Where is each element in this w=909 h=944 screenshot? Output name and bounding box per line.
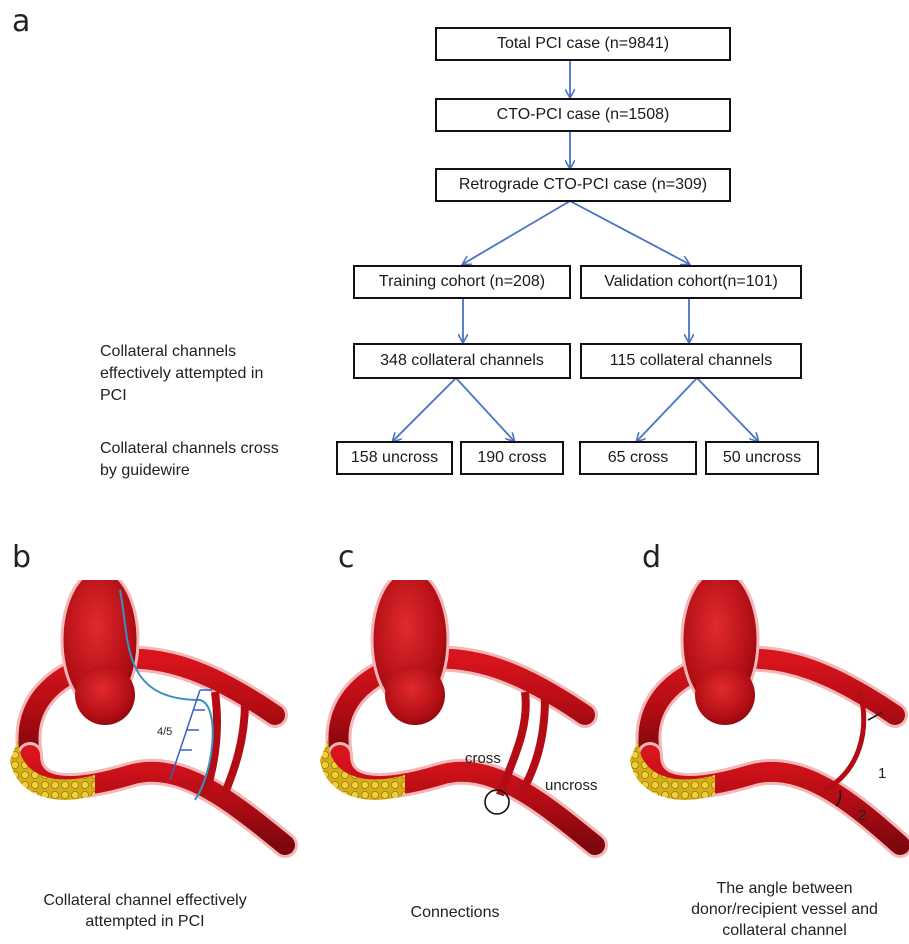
side-label-cross: Collateral channels cross by guidewire [100, 440, 279, 479]
box-total-pci: Total PCI case (n=9841) [435, 27, 731, 61]
panel-label-c: c [338, 540, 355, 575]
panel-label-d: d [642, 540, 662, 575]
box-training-channels: 348 collateral channels [353, 343, 571, 379]
box-training-cross: 190 cross [460, 441, 564, 475]
plaque [630, 740, 715, 800]
box-cto-pci: CTO-PCI case (n=1508) [435, 98, 731, 132]
cross-label: cross [465, 750, 501, 767]
plaque [320, 740, 405, 800]
caption-d: The angle between donor/recipient vessel… [691, 880, 878, 939]
connection-circle [484, 789, 510, 815]
arrow-tch-to-cross [455, 377, 514, 441]
vessel-tree: cross uncross [320, 580, 608, 858]
vessel-tree: 4/5 [10, 580, 298, 858]
box-training-cohort: Training cohort (n=208) [353, 265, 571, 299]
measure-label: 4/5 [157, 726, 172, 738]
arrow-retro-to-training [463, 200, 571, 264]
arrow-vch-to-cross [637, 377, 698, 441]
box-validation-cohort: Validation cohort(n=101) [580, 265, 802, 299]
vessel-tree: 1 2 [630, 580, 909, 858]
uncross-label: uncross [545, 777, 598, 794]
angle-label-1: 1 [878, 765, 886, 782]
arrow-tch-to-uncross [393, 377, 457, 441]
side-label-attempted: Collateral channels effectively attempte… [100, 343, 264, 404]
guidewire [119, 589, 214, 801]
panel-label-b: b [12, 540, 32, 575]
box-training-uncross: 158 uncross [336, 441, 453, 475]
caption-c: Connections [410, 904, 500, 921]
arrow-vch-to-uncross [696, 377, 758, 441]
measure-scale [169, 689, 212, 781]
box-validation-cross: 65 cross [579, 441, 697, 475]
panel-label-a: a [12, 4, 31, 39]
angle-label-2: 2 [858, 807, 866, 824]
arrow-retro-to-validation [569, 200, 689, 264]
box-retrograde: Retrograde CTO-PCI case (n=309) [435, 168, 731, 202]
diagram-c: cross uncross [320, 580, 608, 858]
flowchart-arrows [0, 60, 909, 500]
box-validation-uncross: 50 uncross [705, 441, 819, 475]
angle-arrow-2 [835, 789, 842, 807]
box-validation-channels: 115 collateral channels [580, 343, 802, 379]
angle-arrow-1 [867, 711, 883, 721]
plaque [10, 740, 95, 800]
caption-b: Collateral channel effectively attempted… [43, 892, 247, 930]
diagram-b: 4/5 [10, 580, 298, 858]
diagram-d: 1 2 [630, 580, 909, 858]
